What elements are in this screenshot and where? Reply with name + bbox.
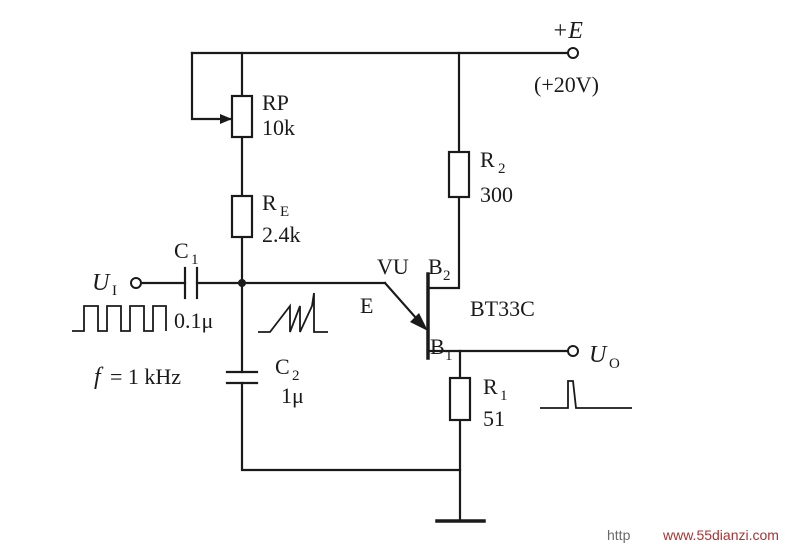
ujt-emitter-label: E	[360, 293, 373, 318]
re-name: R	[262, 190, 277, 215]
r2-name: R	[480, 147, 495, 172]
rp-value: 10k	[262, 115, 295, 140]
freq-value: = 1 kHz	[110, 364, 181, 389]
output-terminal	[567, 345, 579, 357]
wires	[139, 51, 570, 522]
output-name: U	[589, 342, 608, 368]
r1-sub: 1	[500, 388, 508, 404]
supply-value: (+20V)	[534, 72, 599, 97]
ujt-transistor	[383, 272, 430, 360]
ujt-emitter-lead	[383, 281, 418, 320]
sawtooth-wave	[258, 292, 328, 333]
input-sub: I	[112, 283, 117, 299]
r1-name: R	[483, 374, 498, 399]
input-square-wave	[72, 305, 167, 332]
output-pulse-wave	[540, 380, 632, 409]
c2-value: 1μ	[281, 383, 304, 408]
c1-sub: 1	[191, 252, 199, 268]
rp-name: RP	[262, 90, 289, 115]
capacitor-c2	[225, 370, 259, 385]
c2-ground-return	[240, 381, 462, 472]
supply-label: +E	[552, 18, 583, 44]
c1-value: 0.1μ	[174, 308, 213, 333]
junction-node	[238, 279, 246, 287]
c2-name: C	[275, 354, 290, 379]
ujt-b1-sub: 1	[445, 348, 453, 364]
capacitor-c1	[183, 266, 199, 300]
c1-name: C	[174, 238, 189, 263]
resistor-rp	[230, 94, 254, 139]
supply-terminal	[567, 47, 579, 59]
r2-b2-wire	[426, 195, 461, 290]
c2-sub: 2	[292, 368, 300, 384]
r2-sub: 2	[498, 161, 506, 177]
resistor-r1	[448, 376, 472, 422]
resistor-r2	[447, 150, 471, 199]
re-sub: E	[280, 204, 289, 220]
r1-value: 51	[483, 406, 505, 431]
ujt-ref: VU	[377, 254, 409, 279]
output-sub: O	[609, 356, 620, 372]
rp-loop-wire	[190, 51, 234, 121]
re-value: 2.4k	[262, 222, 301, 247]
ujt-part: BT33C	[470, 296, 535, 321]
ujt-b1: B	[430, 334, 445, 359]
watermark-prefix: http	[607, 527, 631, 543]
input-terminal	[130, 277, 142, 289]
rp-wiper-arrow	[220, 114, 232, 124]
ujt-emitter-arrow	[410, 313, 428, 331]
freq-prefix: f	[94, 364, 104, 390]
r2-value: 300	[480, 182, 513, 207]
ujt-b2-sub: 2	[443, 268, 451, 284]
resistor-re	[230, 194, 254, 239]
input-name: U	[92, 270, 111, 296]
watermark-site: www.55dianzi.com	[662, 527, 779, 543]
ujt-b2: B	[428, 254, 443, 279]
